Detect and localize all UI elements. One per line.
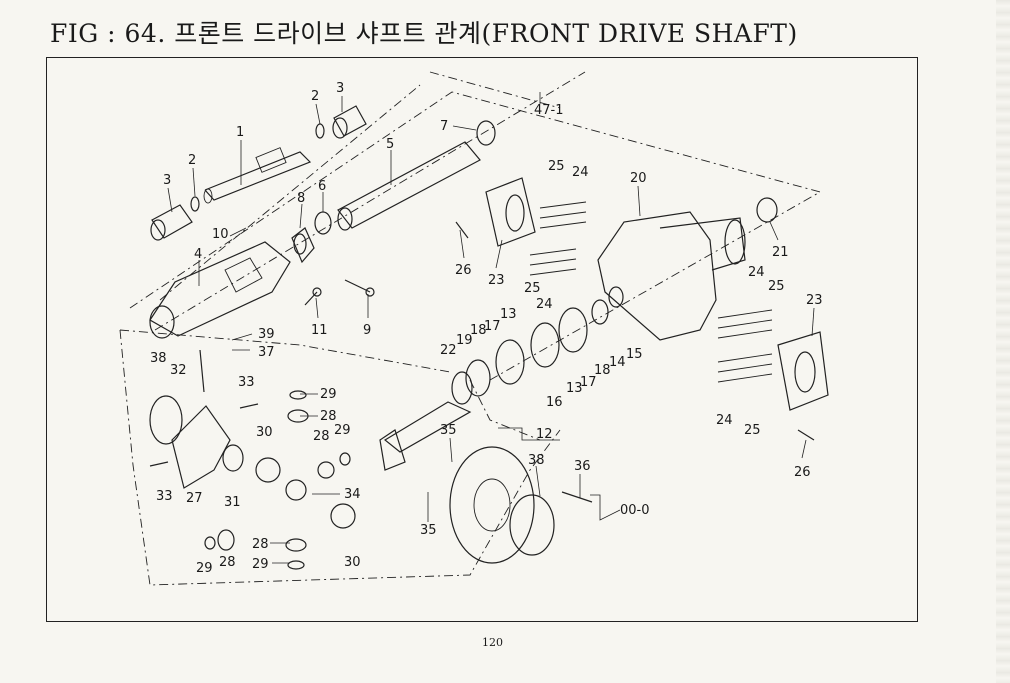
part-bolt-11 (304, 287, 322, 306)
callout-37: 37 (258, 345, 275, 360)
callout-28: 28 (313, 429, 330, 444)
callout-34: 34 (344, 487, 361, 502)
callout-14: 14 (609, 355, 626, 370)
callout-38: 38 (150, 351, 167, 366)
leader-lines (167, 92, 815, 564)
figure-title: FIG : 64. 프론트 드라이브 샤프트 관계(FRONT DRIVE SH… (50, 19, 798, 48)
callout-28: 28 (219, 555, 236, 570)
callout-6: 6 (318, 179, 326, 194)
part-pinion-shaft-12 (379, 401, 472, 471)
callout-31: 31 (224, 495, 241, 510)
callout-27: 27 (186, 491, 203, 506)
callout-17: 17 (484, 319, 501, 334)
callout-4: 4 (194, 247, 202, 262)
part-shims-24-25 (529, 201, 773, 383)
callout-24: 24 (748, 265, 765, 280)
callout-26: 26 (455, 263, 472, 278)
part-pipe-5 (337, 141, 481, 231)
callout-11: 11 (311, 323, 328, 338)
callout-21: 21 (772, 245, 789, 260)
callout-9: 9 (363, 323, 371, 338)
callout-25: 25 (768, 279, 785, 294)
callout-labels: 1 2 2 3 3 4 5 6 7 8 9 10 11 12 13 13 14 … (150, 81, 823, 576)
callout-24: 24 (536, 297, 553, 312)
part-bolts-26 (455, 221, 815, 441)
callout-29: 29 (334, 423, 351, 438)
callout-38: 38 (528, 453, 545, 468)
callout-13: 13 (500, 307, 517, 322)
callout-30: 30 (344, 555, 361, 570)
callout-36: 36 (574, 459, 591, 474)
callout-2: 2 (311, 89, 319, 104)
callout-28: 28 (252, 537, 269, 552)
part-bolt-9 (344, 279, 375, 297)
diagram-frame (46, 57, 918, 622)
part-boot-4 (149, 241, 291, 339)
part-gears-28-30 (204, 390, 356, 570)
callout-35: 35 (440, 423, 457, 438)
callout-35: 35 (420, 523, 437, 538)
callout-23: 23 (488, 273, 505, 288)
part-clamp-8 (291, 227, 315, 264)
callout-29: 29 (320, 387, 337, 402)
callout-25: 25 (548, 159, 565, 174)
callout-13: 13 (566, 381, 583, 396)
part-shaft-1 (203, 147, 312, 204)
callout-33: 33 (238, 375, 255, 390)
callout-18: 18 (470, 323, 487, 338)
callout-25: 25 (524, 281, 541, 296)
part-o-ring-21 (756, 197, 778, 223)
callout-00-0: 00-0 (620, 503, 650, 518)
callout-12: 12 (536, 427, 553, 442)
page-number: 120 (482, 636, 503, 649)
callout-2: 2 (188, 153, 196, 168)
callout-25: 25 (744, 423, 761, 438)
part-housing-20 (597, 211, 746, 341)
part-covers-23 (485, 177, 829, 411)
callout-15: 15 (626, 347, 643, 362)
callout-20: 20 (630, 171, 647, 186)
callout-17: 17 (580, 375, 597, 390)
callout-30: 30 (256, 425, 273, 440)
callout-10: 10 (212, 227, 229, 242)
callout-28: 28 (320, 409, 337, 424)
callout-19: 19 (456, 333, 473, 348)
part-pins-32-33 (149, 349, 259, 467)
callout-24: 24 (572, 165, 589, 180)
callout-26: 26 (794, 465, 811, 480)
part-ring-gear (449, 446, 593, 564)
callout-18: 18 (594, 363, 611, 378)
callout-22: 22 (440, 343, 457, 358)
callout-24: 24 (716, 413, 733, 428)
callout-47-1: 47-1 (534, 103, 564, 118)
part-coupling-3 (150, 105, 367, 241)
callout-7: 7 (440, 119, 448, 134)
callout-29: 29 (196, 561, 213, 576)
scan-edge (996, 0, 1010, 683)
part-o-ring-7 (476, 120, 496, 146)
callout-3: 3 (336, 81, 344, 96)
callout-1: 1 (236, 125, 244, 140)
callout-32: 32 (170, 363, 187, 378)
callout-16: 16 (546, 395, 563, 410)
callout-5: 5 (386, 137, 394, 152)
part-o-ring-6 (314, 211, 332, 235)
callout-8: 8 (297, 191, 305, 206)
callout-23: 23 (806, 293, 823, 308)
callout-33: 33 (156, 489, 173, 504)
callout-39: 39 (258, 327, 275, 342)
part-diff-case-27 (149, 395, 244, 489)
part-bearings-13-17 (451, 286, 624, 405)
callout-3: 3 (163, 173, 171, 188)
callout-29: 29 (252, 557, 269, 572)
